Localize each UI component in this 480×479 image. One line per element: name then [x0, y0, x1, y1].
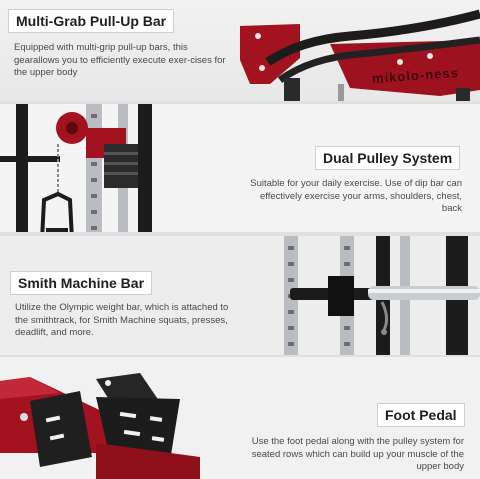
section-title: Foot Pedal	[377, 403, 465, 427]
foot-pedal-panel: Foot Pedal Use the foot pedal along with…	[0, 357, 480, 479]
section-description: Equipped with multi-grip pull-up bars, t…	[14, 42, 226, 78]
pulley-illustration	[0, 104, 152, 244]
section-description: Use the foot pedal along with the pulley…	[251, 436, 464, 472]
section-title: Multi-Grab Pull-Up Bar	[8, 9, 175, 33]
foot-pedal-illustration	[0, 373, 200, 479]
pull-up-bar-illustration	[240, 9, 480, 111]
section-description: Suitable for your daily exercise. Use of…	[250, 178, 462, 214]
section-title: Dual Pulley System	[315, 146, 461, 170]
smith-bar-illustration	[284, 236, 480, 363]
section-description: Utilize the Olympic weight bar, which is…	[15, 302, 229, 338]
smith-machine-panel: Smith Machine Bar Utilize the Olympic we…	[0, 236, 480, 363]
pull-up-bar-panel: Multi-Grab Pull-Up Bar Equipped with mul…	[0, 0, 480, 111]
dual-pulley-panel: Dual Pulley System Suitable for your dai…	[0, 104, 480, 244]
section-title: Smith Machine Bar	[10, 271, 153, 295]
